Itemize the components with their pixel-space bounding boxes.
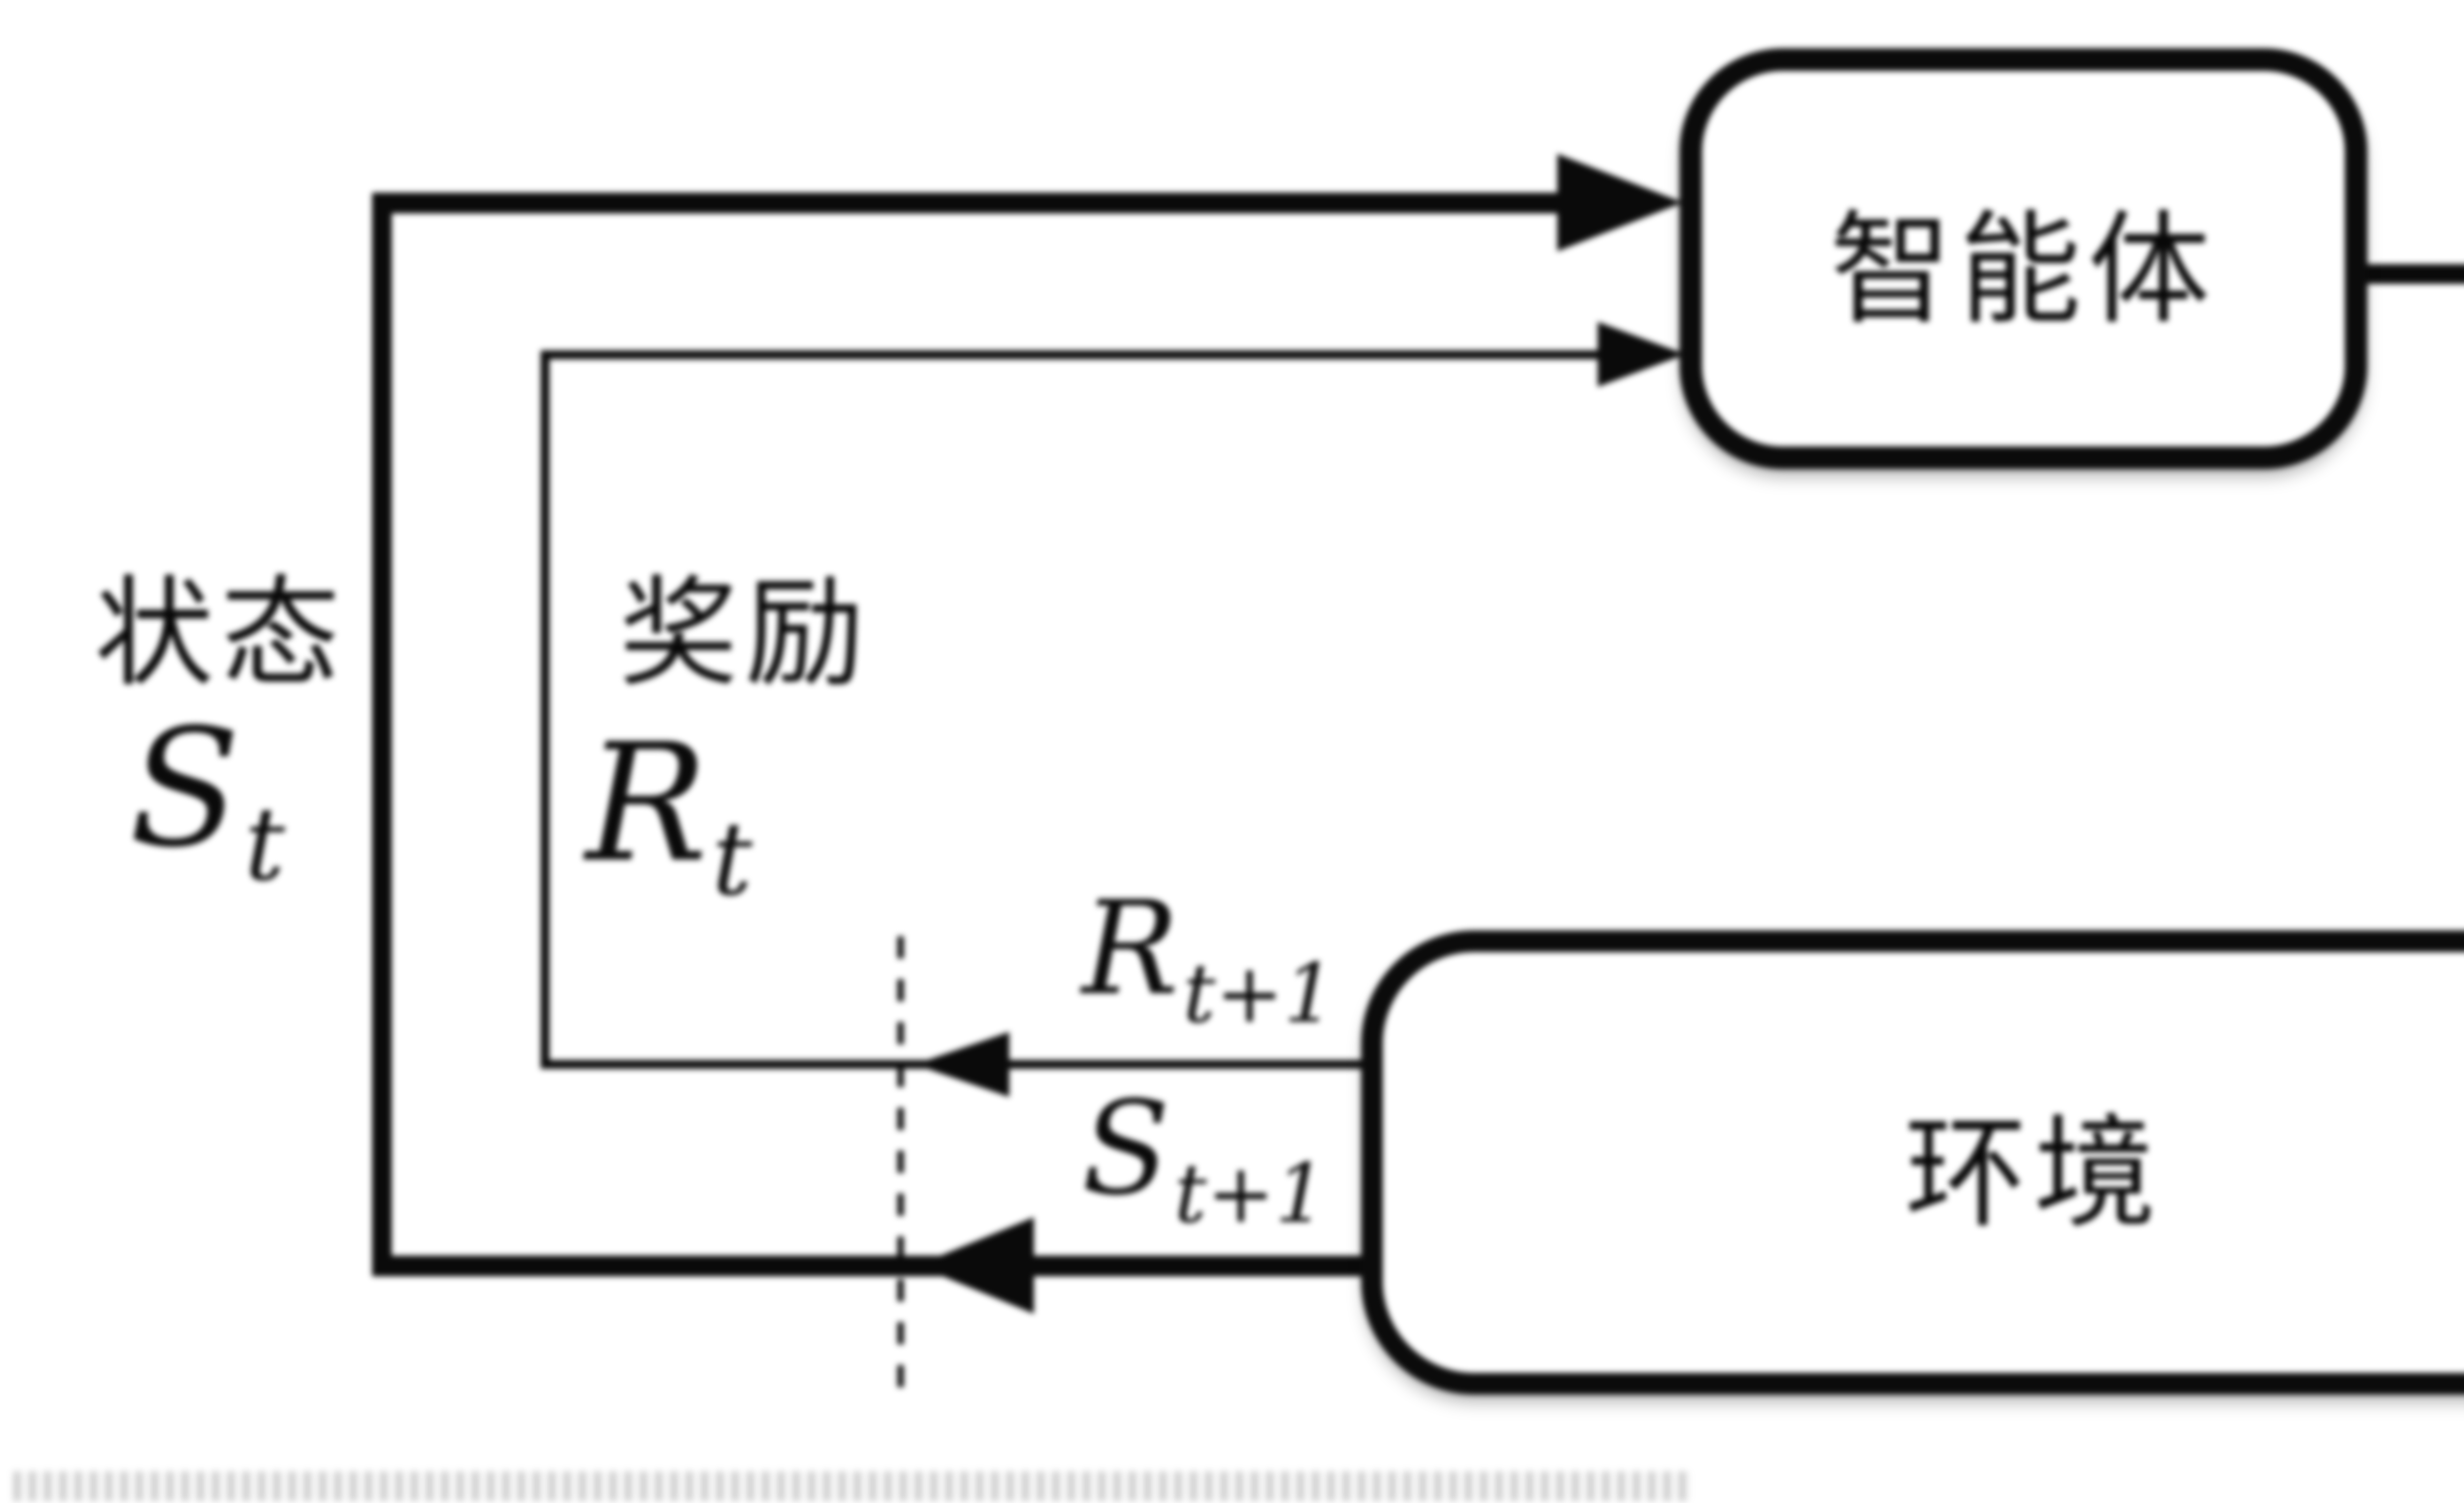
next-state-line [372,1256,1382,1276]
agent-label: 智能体 [1830,199,2217,341]
cropped-caption-text [14,1471,1689,1501]
time-step-boundary-dashed-line [897,936,904,1401]
reward-symbol-subscript: t [712,801,753,918]
state-symbol: St [129,694,285,903]
reward-symbol-base: R [585,709,708,898]
action-exit-line [2351,264,2464,284]
agent-box: 智能体 [1679,48,2367,469]
state-arrowhead-icon [1557,154,1683,251]
environment-label: 环境 [1905,1102,2163,1245]
next-state-symbol-base: S [1082,1073,1170,1224]
state-loop-vertical-line [372,193,392,1276]
next-state-arrowhead-icon [917,1217,1034,1314]
state-symbol-subscript: t [244,786,285,903]
state-word-label: 状态 [95,564,347,703]
next-state-symbol: St+1 [1082,1073,1327,1241]
next-reward-symbol-base: R [1082,873,1179,1024]
next-reward-arrowhead-icon [915,1032,1009,1097]
next-reward-symbol: Rt+1 [1082,873,1335,1041]
environment-box: 环境 [1361,930,2464,1395]
next-reward-symbol-subscript: t+1 [1183,946,1335,1041]
reward-symbol: Rt [585,709,753,918]
reward-arrowhead-icon [1598,322,1685,387]
reward-loop-top-line [541,350,1610,359]
reward-loop-vertical-line [541,350,549,1069]
state-symbol-base: S [129,694,241,883]
reward-word-label: 奖励 [619,564,872,703]
next-state-symbol-subscript: t+1 [1174,1146,1327,1241]
state-loop-top-line [372,193,1574,213]
